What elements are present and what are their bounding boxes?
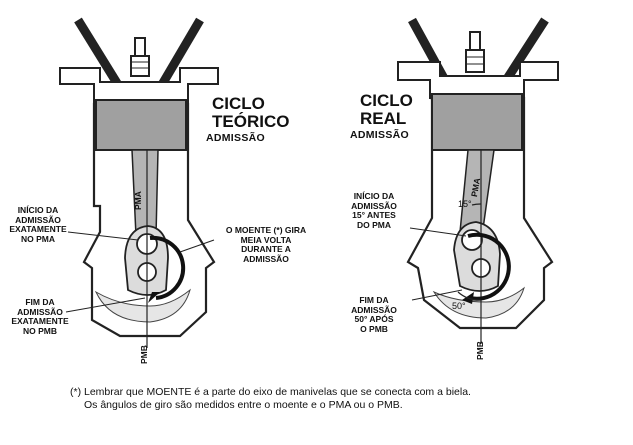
left-crank-line3: DURANTE A xyxy=(241,244,291,254)
left-start-line1: INÍCIO DA xyxy=(17,205,59,215)
left-end-line3: EXATAMENTE xyxy=(11,316,69,326)
spark-plug xyxy=(465,31,485,73)
left-crank-line1: O MOENTE (*) GIRA xyxy=(225,225,307,235)
left-pmb-label: PMB xyxy=(139,345,149,364)
angle-arc-15 xyxy=(471,203,482,206)
left-end-label: FIM DA ADMISSÃO EXATAMENTE NO PMB xyxy=(4,297,76,336)
spark-plug xyxy=(130,37,150,77)
footnote: (*) Lembrar que MOENTE é a parte do eixo… xyxy=(70,386,570,412)
right-angle-50: 50° xyxy=(452,301,466,311)
piston xyxy=(95,99,187,151)
left-end-line1: FIM DA xyxy=(25,297,55,307)
footnote-line2: Os ângulos de giro são medidos entre o m… xyxy=(84,399,403,411)
left-end-line2: ADMISSÃO xyxy=(17,306,63,317)
right-end-line1: FIM DA xyxy=(359,295,389,305)
piston xyxy=(431,93,523,151)
left-crank-line2: MEIA VOLTA xyxy=(240,234,292,245)
left-title: CICLO TEÓRICO xyxy=(212,95,289,131)
leader-start xyxy=(409,227,467,237)
cylinder-head xyxy=(397,61,559,99)
intake-valve-stem xyxy=(74,17,124,91)
left-title-line2: TEÓRICO xyxy=(212,112,290,131)
leader-crank xyxy=(179,239,215,253)
left-start-line4: NO PMA xyxy=(21,233,55,244)
right-start-line3: 15° ANTES xyxy=(352,210,396,220)
left-crank-label: O MOENTE (*) GIRA MEIA VOLTA DURANTE A A… xyxy=(214,225,318,264)
right-end-line2: ADMISSÃO xyxy=(351,304,397,315)
right-start-line1: INÍCIO DA xyxy=(353,191,395,201)
left-title-line1: CICLO xyxy=(212,94,265,113)
exhaust-valve-stem xyxy=(156,17,204,91)
cylinder-head xyxy=(59,67,219,105)
left-start-line3: EXATAMENTE xyxy=(9,224,67,234)
leader-start xyxy=(67,231,139,241)
rotation-arrow xyxy=(467,232,511,301)
right-title-line2: REAL xyxy=(360,109,407,128)
right-end-line4: O PMB xyxy=(360,323,388,334)
left-crank-line4: ADMISSÃO xyxy=(243,253,289,264)
right-pmb-label: PMB xyxy=(475,341,485,360)
right-start-line4: DO PMA xyxy=(357,219,391,230)
left-pma-label: PMA xyxy=(133,191,143,210)
left-end-line4: NO PMB xyxy=(23,325,57,336)
angle-arc-50 xyxy=(457,291,482,301)
exhaust-valve-stem xyxy=(501,17,549,85)
left-start-label: INÍCIO DA ADMISSÃO EXATAMENTE NO PMA xyxy=(2,205,74,244)
right-end-label: FIM DA ADMISSÃO 50° APÓS O PMB xyxy=(338,295,410,334)
counterweight xyxy=(94,288,191,323)
right-subtitle: ADMISSÃO xyxy=(350,129,409,141)
right-title-line1: CICLO xyxy=(360,91,413,110)
left-subtitle: ADMISSÃO xyxy=(206,132,265,144)
rotation-arrow xyxy=(149,235,186,300)
left-start-line2: ADMISSÃO xyxy=(15,214,61,225)
footnote-line1: (*) Lembrar que MOENTE é a parte do eixo… xyxy=(70,386,471,398)
leader-end xyxy=(65,297,146,313)
right-start-line2: ADMISSÃO xyxy=(351,200,397,211)
right-angle-15: 15° xyxy=(458,199,472,209)
right-end-line3: 50° APÓS xyxy=(354,314,394,324)
right-start-label: INÍCIO DA ADMISSÃO 15° ANTES DO PMA xyxy=(335,191,413,230)
right-title: CICLO REAL xyxy=(360,92,413,128)
leader-end xyxy=(411,289,463,301)
